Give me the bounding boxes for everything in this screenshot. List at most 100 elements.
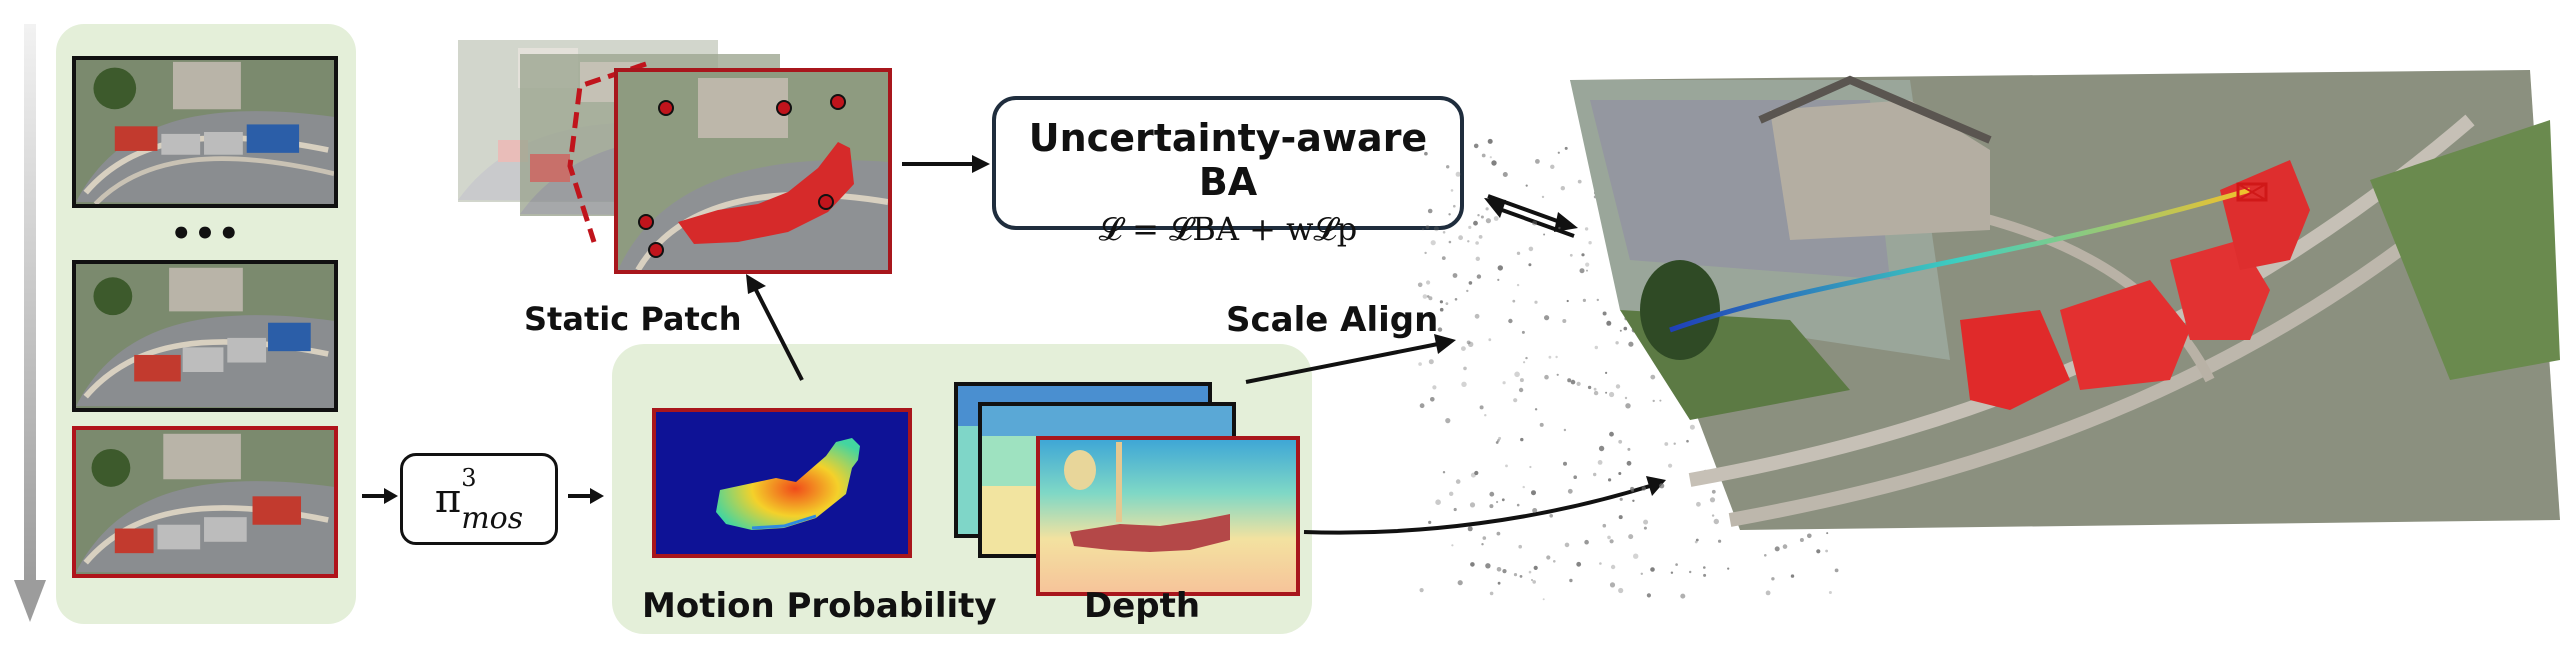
point-cloud-dot — [1425, 225, 1430, 229]
point-cloud-dot — [1432, 385, 1437, 390]
point-cloud-dot — [1563, 461, 1567, 466]
right-arrow-icon — [902, 155, 990, 173]
point-cloud-dot — [1502, 569, 1507, 574]
point-cloud-dot — [1618, 472, 1622, 475]
point-cloud-dot — [1596, 298, 1599, 302]
point-cloud-dot — [1502, 172, 1508, 177]
point-cloud-dot — [1428, 359, 1434, 365]
point-cloud-dot — [1608, 478, 1612, 482]
point-cloud-dot — [1602, 311, 1607, 316]
point-cloud-dot — [1602, 523, 1607, 528]
point-cloud-dot — [1480, 215, 1484, 219]
point-cloud-dot — [1650, 374, 1656, 380]
point-cloud-dot — [1482, 536, 1487, 540]
point-cloud-dot — [1417, 282, 1423, 288]
point-cloud-dot — [1439, 307, 1444, 312]
point-cloud-dot — [1609, 391, 1615, 398]
point-cloud-dot — [1528, 570, 1532, 574]
point-cloud-dot — [1564, 542, 1570, 548]
point-cloud-dot — [1489, 591, 1494, 596]
point-cloud-dot — [1485, 218, 1491, 224]
point-cloud-dot — [1640, 572, 1643, 575]
pi-symbol: π — [434, 476, 462, 522]
point-cloud-dot — [1544, 315, 1550, 321]
point-cloud-dot — [1826, 532, 1829, 535]
point-cloud-dot — [1489, 156, 1492, 159]
point-cloud-dot — [1632, 499, 1635, 502]
point-cloud-dot — [1711, 514, 1715, 517]
point-cloud-dot — [1765, 590, 1771, 596]
point-cloud-dot — [1496, 500, 1499, 504]
point-cloud-dot — [1491, 160, 1497, 166]
point-cloud-dot — [1694, 540, 1698, 544]
point-cloud-dot — [1609, 431, 1614, 437]
point-cloud-dot — [1528, 246, 1534, 252]
point-cloud-dot — [1421, 228, 1425, 231]
point-cloud-dot — [1455, 479, 1461, 484]
point-cloud-dot — [1442, 231, 1446, 234]
point-cloud-dot — [1453, 507, 1457, 512]
point-cloud-dot — [1485, 563, 1491, 569]
point-cloud-dot — [1643, 526, 1647, 530]
point-cloud-dot — [1585, 262, 1590, 267]
point-cloud-dot — [1485, 207, 1489, 211]
point-cloud-dot — [1418, 362, 1422, 366]
point-cloud-dot — [1619, 497, 1623, 501]
point-cloud-dot — [1497, 439, 1500, 442]
point-cloud-dot — [1474, 470, 1479, 476]
point-cloud-dot — [1476, 274, 1482, 279]
point-cloud-dot — [1468, 281, 1473, 285]
point-cloud-dot — [1564, 146, 1568, 150]
point-cloud-dot — [1520, 437, 1524, 442]
point-cloud-dot — [1689, 570, 1692, 574]
point-cloud-dot — [1542, 598, 1545, 601]
depth-label: Depth — [1084, 586, 1201, 626]
right-arrow-icon — [362, 488, 398, 504]
point-cloud-dot — [1518, 387, 1524, 393]
point-cloud-dot — [1576, 561, 1582, 567]
point-cloud-dot — [1703, 566, 1706, 569]
reconstruction-point-cloud — [1390, 60, 2560, 620]
point-cloud-dot — [1514, 371, 1520, 378]
point-cloud-dot — [1618, 587, 1624, 594]
point-cloud-dot — [1618, 515, 1623, 520]
point-cloud-dot — [1828, 591, 1832, 594]
point-cloud-dot — [1546, 555, 1551, 560]
point-cloud-dot — [1484, 414, 1487, 417]
point-cloud-dot — [1549, 514, 1553, 518]
point-cloud-dot — [1481, 543, 1484, 546]
point-cloud-dot — [1834, 568, 1839, 573]
point-cloud-dot — [1686, 439, 1689, 443]
point-cloud-dot — [1455, 171, 1461, 177]
point-cloud-dot — [1627, 447, 1631, 451]
point-cloud-dot — [1605, 371, 1608, 374]
point-cloud-dot — [1544, 374, 1549, 380]
point-cloud-dot — [1623, 326, 1628, 331]
point-cloud-dot — [1493, 216, 1499, 221]
point-cloud-dot — [1457, 580, 1463, 586]
right-arrow-icon — [568, 488, 604, 504]
pi-superscript: 3 — [461, 464, 477, 492]
point-cloud-dot — [1566, 299, 1569, 303]
point-cloud-dot — [1535, 159, 1540, 164]
point-cloud-dot — [1641, 486, 1646, 491]
scale-align-arrow-icon — [1245, 334, 1456, 384]
point-cloud-dot — [1450, 189, 1454, 192]
point-cloud-dot — [1531, 490, 1536, 496]
frames-ellipsis: ••• — [170, 214, 242, 254]
point-cloud-dot — [1502, 381, 1506, 385]
point-cloud-dot — [1454, 298, 1458, 301]
point-cloud-dot — [1466, 340, 1471, 345]
point-cloud-dot — [1427, 208, 1433, 214]
point-cloud-dot — [1555, 355, 1558, 359]
point-cloud-dot — [1448, 213, 1451, 216]
point-cloud-dot — [1489, 491, 1495, 497]
point-cloud-dot — [1487, 138, 1493, 144]
point-cloud-dot — [1528, 263, 1532, 267]
point-cloud-dot — [1461, 381, 1467, 387]
pi-subscript: mos — [461, 501, 524, 536]
point-cloud-dot — [1419, 403, 1425, 409]
point-cloud-dot — [1488, 338, 1492, 342]
patch-dashed-outline — [567, 61, 647, 243]
point-cloud-dot — [1567, 488, 1573, 494]
